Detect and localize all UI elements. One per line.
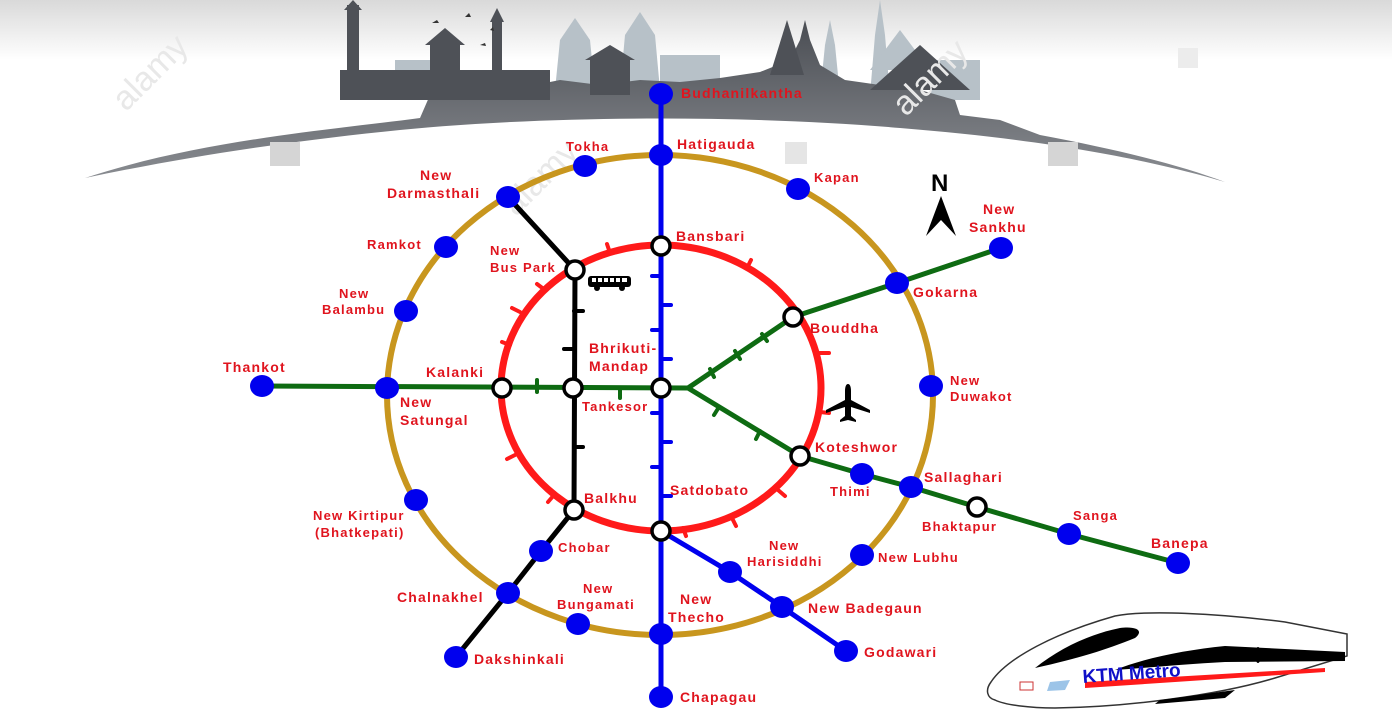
label-satdobato: Satdobato xyxy=(670,482,749,498)
station-balkhu[interactable] xyxy=(563,499,585,521)
north-arrow-icon: N xyxy=(926,170,956,236)
label-koteshwor: Koteshwor xyxy=(815,439,898,455)
label-tankesor: Tankesor xyxy=(582,399,648,414)
label-new-bungamati-1: New xyxy=(583,581,613,596)
station-new-badegaun[interactable] xyxy=(770,596,794,618)
station-labels: Budhanilkantha Hatigauda Tokha Kapan New… xyxy=(223,85,1209,705)
label-new-bus-park-1: New xyxy=(490,243,520,258)
label-new-darmasthali-2: Darmasthali xyxy=(387,185,480,201)
station-tokha[interactable] xyxy=(573,155,597,177)
station-bansbari[interactable] xyxy=(650,235,672,257)
label-new-harisiddhi-1: New xyxy=(769,538,799,553)
station-chalnakhel[interactable] xyxy=(496,582,520,604)
label-new-sankhu-1: New xyxy=(983,201,1015,217)
label-new-thecho-1: New xyxy=(680,591,712,607)
label-sallaghari: Sallaghari xyxy=(924,469,1003,485)
station-bouddha[interactable] xyxy=(782,306,804,328)
header-gradient xyxy=(0,0,1392,60)
label-new-satungal-1: New xyxy=(400,394,432,410)
station-satdobato[interactable] xyxy=(650,520,672,542)
station-ramkot[interactable] xyxy=(434,236,458,258)
label-new-badegaun: New Badegaun xyxy=(808,600,923,616)
inner-ring-ticks xyxy=(500,242,831,538)
station-hatigauda[interactable] xyxy=(649,144,673,166)
label-gokarna: Gokarna xyxy=(913,284,978,300)
label-thankot: Thankot xyxy=(223,359,286,375)
station-new-balambu[interactable] xyxy=(394,300,418,322)
label-chapagau: Chapagau xyxy=(680,689,757,705)
station-thankot[interactable] xyxy=(250,375,274,397)
label-new-kirtipur-2: (Bhatkepati) xyxy=(315,525,405,540)
label-thimi: Thimi xyxy=(830,484,871,499)
label-dakshinkali: Dakshinkali xyxy=(474,651,565,667)
station-koteshwor[interactable] xyxy=(789,445,811,467)
train-icon: KTM Metro xyxy=(986,612,1348,709)
label-new-bungamati-2: Bungamati xyxy=(557,597,635,612)
label-godawari: Godawari xyxy=(864,644,937,660)
station-new-bungamati[interactable] xyxy=(566,613,590,635)
label-tokha: Tokha xyxy=(566,139,609,154)
label-new-duwakot-1: New xyxy=(950,373,980,388)
label-bhrikuti-mandap-2: Mandap xyxy=(589,358,649,374)
interchange-stations xyxy=(491,235,988,542)
station-new-kirtipur[interactable] xyxy=(404,489,428,511)
station-new-bus-park[interactable] xyxy=(564,259,586,281)
label-chalnakhel: Chalnakhel xyxy=(397,589,484,605)
station-new-duwakot[interactable] xyxy=(919,375,943,397)
station-bhaktapur[interactable] xyxy=(966,496,988,518)
label-new-kirtipur-1: New Kirtipur xyxy=(313,508,405,523)
label-new-balambu-2: Balambu xyxy=(322,302,385,317)
station-new-lubhu[interactable] xyxy=(850,544,874,566)
label-ramkot: Ramkot xyxy=(367,237,422,252)
station-new-harisiddhi[interactable] xyxy=(718,561,742,583)
station-new-thecho[interactable] xyxy=(649,623,673,645)
svg-text:N: N xyxy=(931,170,948,197)
label-new-satungal-2: Satungal xyxy=(400,412,469,428)
label-balkhu: Balkhu xyxy=(584,490,638,506)
label-sanga: Sanga xyxy=(1073,508,1118,523)
station-budhanilkantha[interactable] xyxy=(649,83,673,105)
station-sanga[interactable] xyxy=(1057,523,1081,545)
label-new-harisiddhi-2: Harisiddhi xyxy=(747,554,823,569)
station-chapagau[interactable] xyxy=(649,686,673,708)
station-sallaghari[interactable] xyxy=(899,476,923,498)
label-hatigauda: Hatigauda xyxy=(677,136,755,152)
regular-stations xyxy=(250,83,1190,708)
label-new-duwakot-2: Duwakot xyxy=(950,389,1013,404)
station-kapan[interactable] xyxy=(786,178,810,200)
station-banepa[interactable] xyxy=(1166,552,1190,574)
label-new-sankhu-2: Sankhu xyxy=(969,219,1027,235)
label-kalanki: Kalanki xyxy=(426,364,484,380)
label-new-thecho-2: Thecho xyxy=(668,609,725,625)
station-new-satungal[interactable] xyxy=(375,377,399,399)
station-gokarna[interactable] xyxy=(885,272,909,294)
station-chobar[interactable] xyxy=(529,540,553,562)
label-chobar: Chobar xyxy=(558,540,611,555)
label-new-balambu-1: New xyxy=(339,286,369,301)
station-dakshinkali[interactable] xyxy=(444,646,468,668)
station-kalanki[interactable] xyxy=(491,377,513,399)
label-bhaktapur: Bhaktapur xyxy=(922,519,997,534)
airplane-icon xyxy=(826,384,870,422)
station-new-sankhu[interactable] xyxy=(989,237,1013,259)
label-bansbari: Bansbari xyxy=(676,228,746,244)
label-new-bus-park-2: Bus Park xyxy=(490,260,556,275)
station-godawari[interactable] xyxy=(834,640,858,662)
label-bhrikuti-mandap-1: Bhrikuti- xyxy=(589,340,657,356)
station-tankesor[interactable] xyxy=(562,377,584,399)
station-new-darmasthali[interactable] xyxy=(496,186,520,208)
label-budhanilkantha: Budhanilkantha xyxy=(681,85,803,101)
label-new-darmasthali-1: New xyxy=(420,167,452,183)
label-new-lubhu: New Lubhu xyxy=(878,550,959,565)
label-banepa: Banepa xyxy=(1151,535,1209,551)
station-thimi[interactable] xyxy=(850,463,874,485)
black-line xyxy=(454,195,585,659)
label-bouddha: Bouddha xyxy=(810,320,879,336)
label-kapan: Kapan xyxy=(814,170,860,185)
birds xyxy=(432,13,494,46)
bus-icon xyxy=(588,276,631,291)
station-bhrikuti-mandap[interactable] xyxy=(650,377,672,399)
